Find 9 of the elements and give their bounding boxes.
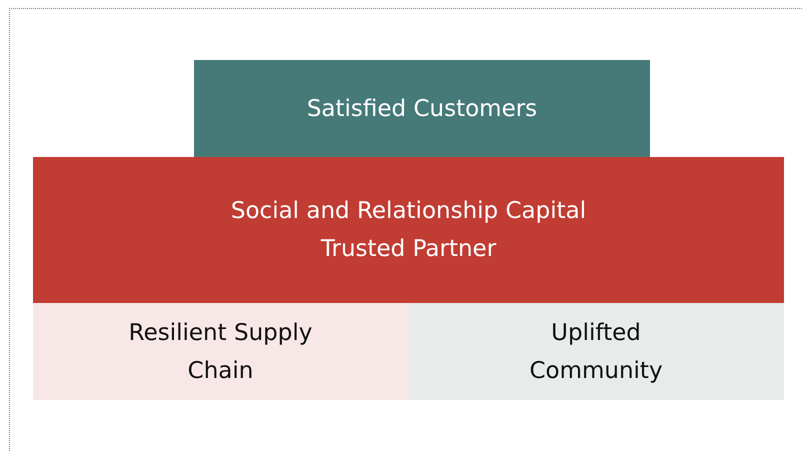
node-label: Satisfied Customers [306, 94, 538, 124]
node-label: Uplifted Community [528, 318, 664, 386]
pyramid-block [194, 60, 650, 157]
pyramid-block [33, 303, 408, 400]
pyramid-block [33, 157, 784, 303]
node-heading: Social and Relationship Capital [230, 197, 586, 226]
pyramid-block [408, 303, 784, 400]
node-label: Resilient Supply Chain [128, 318, 314, 386]
node-label: Trusted Partner [320, 235, 496, 264]
